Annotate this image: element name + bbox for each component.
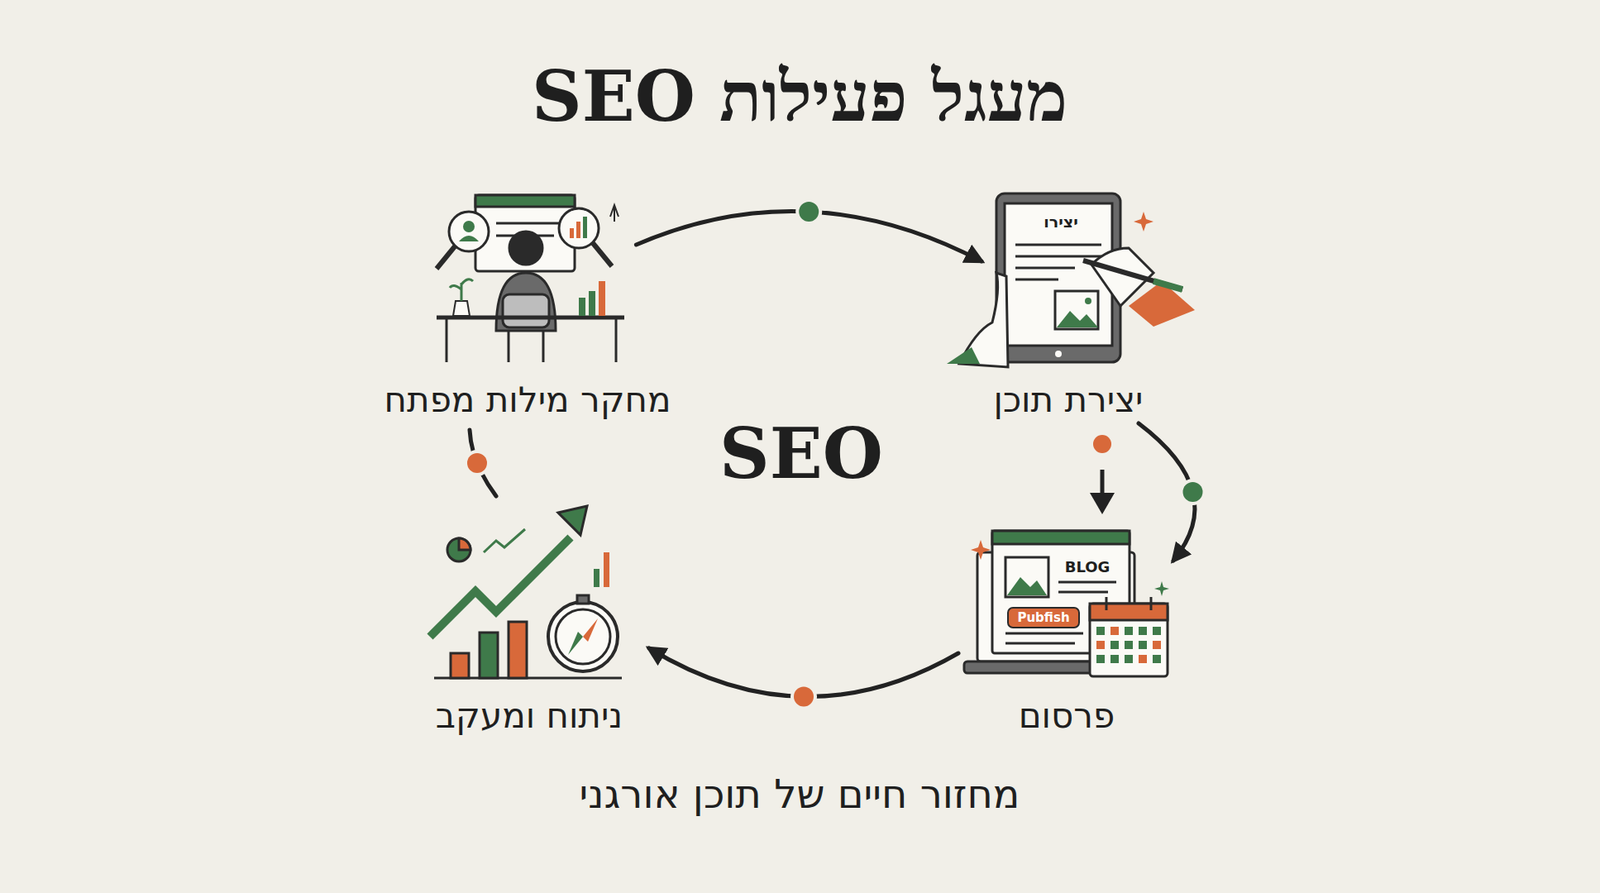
content-illustration (946, 193, 1195, 368)
research-illustration (436, 195, 625, 363)
decor-arrow (1089, 434, 1115, 515)
title: מעגל פעילות SEO (531, 58, 1068, 135)
publish-illustration (964, 530, 1170, 677)
step-label: פרסום (963, 695, 1171, 736)
cycle-dot (798, 201, 819, 222)
blog-label: BLOG (1065, 558, 1111, 576)
step-label: יצירת תוכן (964, 379, 1172, 421)
cycle-dot (1183, 482, 1204, 502)
cycle-dot (793, 687, 814, 707)
tablet-heading: יצירו (1043, 212, 1079, 231)
center-label: SEO (719, 415, 884, 492)
step-label: מחקר מילות מפתח (377, 379, 679, 421)
step-node: מחקר מילות מפתח (377, 186, 679, 421)
publish-button: Pubfish (1007, 606, 1080, 629)
step-node: פרסום (963, 527, 1171, 736)
analysis-illustration (429, 506, 622, 679)
step-label: ניתוח ומעקב (425, 695, 633, 736)
step-node: יצירת תוכן (964, 186, 1172, 421)
cycle-dot (467, 453, 488, 473)
step-node: ניתוח ומעקב (425, 502, 633, 736)
caption: מחזור חיים של תוכן אורגני (579, 772, 1021, 817)
